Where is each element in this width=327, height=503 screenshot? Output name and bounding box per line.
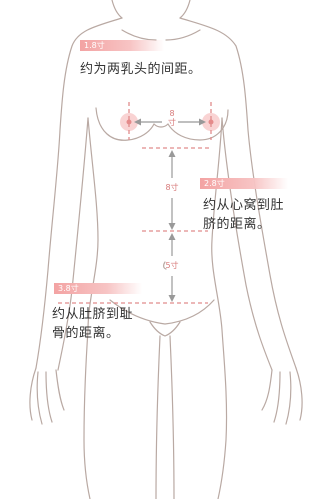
note-navel-pubis: 约从肚脐到耻 骨的距离。 — [52, 307, 134, 341]
tag-right: 2.8寸 — [200, 178, 288, 189]
neck-left-line — [111, 0, 123, 19]
chest-arrowhead-left — [134, 118, 141, 126]
lower-arrowhead-top — [168, 233, 176, 240]
left-nipple — [126, 119, 132, 125]
upper-arrowhead-top — [168, 150, 176, 157]
chest-arrowhead-right — [199, 118, 206, 126]
upper-arrowhead-bottom — [168, 223, 176, 230]
right-inner-arm — [221, 117, 273, 371]
measure-chest: 8 寸 — [168, 109, 176, 127]
left-inner-leg — [155, 335, 161, 500]
collarbone-left — [121, 29, 157, 41]
left-inner-arm — [57, 117, 89, 371]
right-torso-side — [211, 117, 228, 500]
left-torso-side — [83, 117, 99, 500]
note-heart-navel: 约从心窝到肚 脐的距离。 — [203, 198, 285, 232]
lower-arrowhead-bottom — [168, 295, 176, 302]
measure-upper: 8寸 — [165, 183, 179, 192]
right-nipple — [208, 119, 214, 125]
pelvis-curve — [109, 299, 215, 325]
right-inner-leg — [169, 335, 175, 500]
right-shoulder-arm — [179, 17, 297, 369]
note-nipples: 约为两乳头的间距。 — [80, 62, 202, 77]
measure-lower: 5寸 — [165, 261, 179, 270]
pubic-line — [149, 321, 181, 337]
navel — [163, 261, 167, 270]
tag-top: 1.8寸 — [80, 40, 164, 51]
collarbone-right — [165, 29, 201, 41]
neck-right-line — [179, 0, 191, 19]
tag-bottom: 3.8寸 — [54, 283, 142, 294]
left-shoulder-arm — [35, 17, 123, 369]
left-hand — [29, 367, 65, 425]
right-breast — [167, 109, 229, 141]
left-breast — [95, 107, 155, 141]
cleavage-line — [153, 123, 169, 128]
right-hand — [261, 367, 303, 425]
